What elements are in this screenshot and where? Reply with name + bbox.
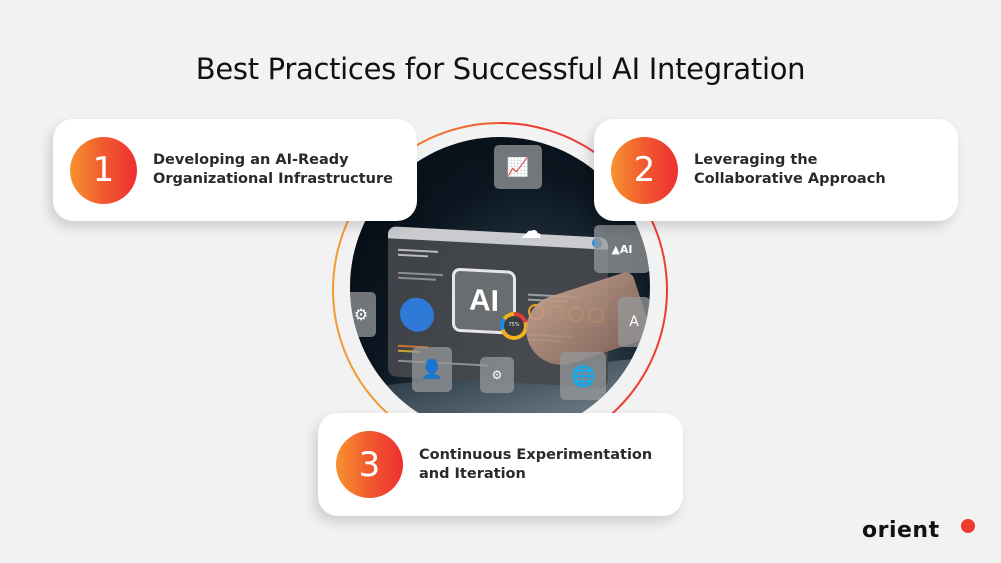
practice-card-3: 3 Continuous Experimentation and Iterati… [318,413,683,516]
percentage-donut-chart [500,312,528,340]
practice-title: Developing an AI-Ready Organizational In… [153,152,393,187]
user-icon: 👤 [412,347,452,392]
chip-icon: A [618,297,650,347]
gears-icon: ⚙ [350,292,376,337]
blue-donut-chart [400,296,434,333]
practice-card-2: 2 Leveraging the Collaborative Approach [594,119,958,221]
number-badge: 3 [336,431,403,498]
number-badge: 2 [611,136,678,204]
cloud-sync-icon: ☁ [520,219,542,244]
ai-image-icon: ▲AI [594,225,650,273]
practice-title: Continuous Experimentation and Iteration [419,446,653,482]
page-title: Best Practices for Successful AI Integra… [195,52,806,86]
practice-title: Leveraging the Collaborative Approach [694,152,886,187]
robot-icon: ⚙ [480,357,514,393]
number-badge: 1 [70,136,137,204]
bar-chart-icon: 📈 [494,145,542,189]
globe-icon: 🌐 [560,352,606,400]
orient-logo: orient [862,518,940,543]
logo-dot [961,519,975,533]
practice-card-1: 1 Developing an AI-Ready Organizational … [53,119,417,221]
